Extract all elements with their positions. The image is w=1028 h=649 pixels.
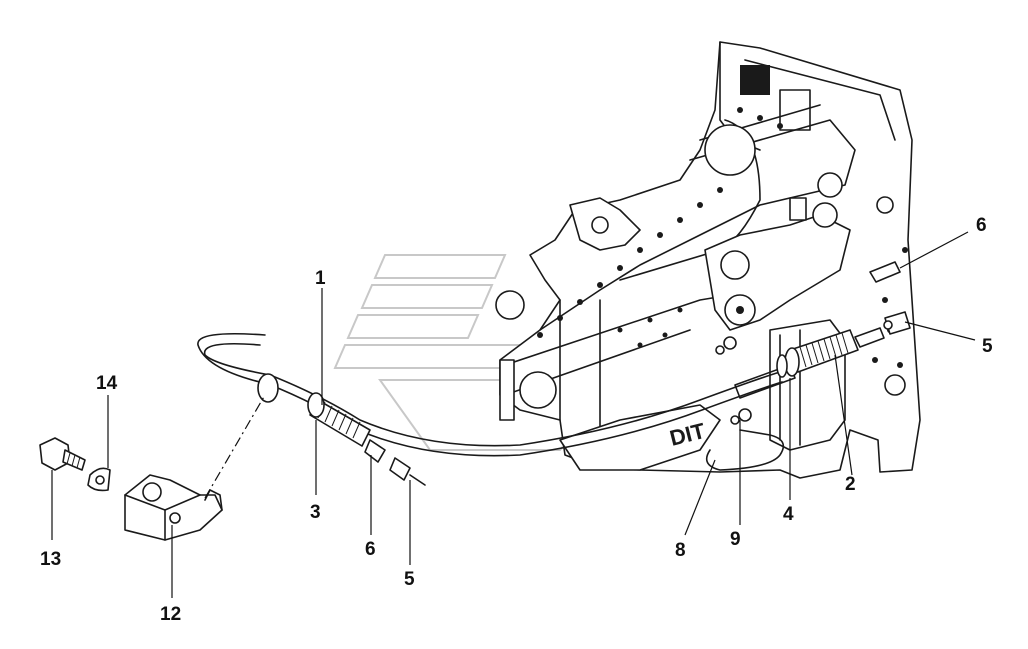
leader-lines bbox=[51, 231, 976, 598]
callout-2: 2 bbox=[845, 474, 856, 495]
assembly-line bbox=[204, 394, 266, 499]
washer bbox=[87, 467, 111, 492]
callouts: 1 14 13 12 3 6 5 8 9 4 2 6 5 bbox=[40, 215, 993, 625]
callout-14: 14 bbox=[96, 373, 118, 394]
hex-bolt bbox=[39, 437, 86, 471]
callout-6b: 6 bbox=[976, 215, 987, 236]
callout-5a: 5 bbox=[404, 569, 415, 590]
callout-12: 12 bbox=[160, 604, 181, 625]
control-cable bbox=[197, 332, 796, 457]
right-threaded-end bbox=[776, 327, 885, 378]
housing-bolt-holes bbox=[537, 107, 908, 368]
callout-4: 4 bbox=[783, 504, 794, 525]
callout-5b: 5 bbox=[982, 336, 993, 357]
small-fasteners bbox=[705, 336, 785, 471]
callout-3: 3 bbox=[310, 502, 321, 523]
callout-1: 1 bbox=[315, 268, 326, 289]
left-threaded-end bbox=[257, 373, 426, 486]
mounting-bracket bbox=[124, 474, 223, 541]
callout-8: 8 bbox=[675, 540, 686, 561]
machine-housing: DIT bbox=[495, 41, 921, 479]
callout-13: 13 bbox=[40, 549, 61, 570]
callout-6a: 6 bbox=[365, 539, 376, 560]
callout-9: 9 bbox=[730, 529, 741, 550]
right-end-fittings bbox=[869, 261, 911, 335]
